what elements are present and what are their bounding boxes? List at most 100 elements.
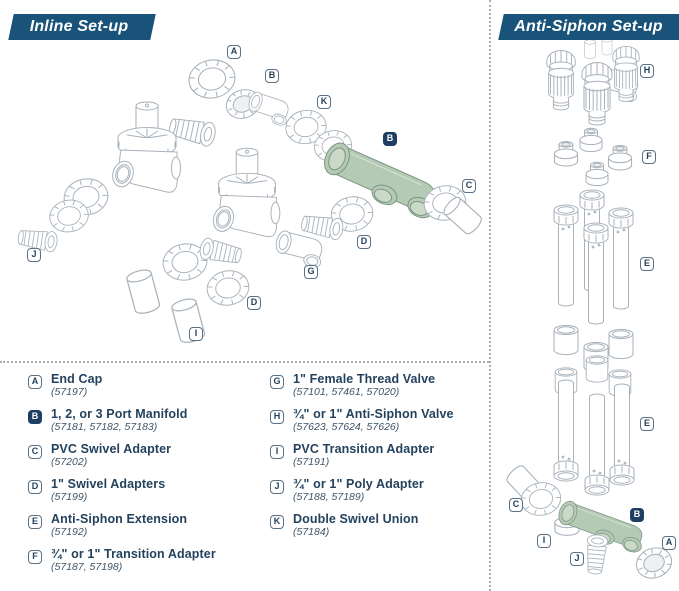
legend-item-anti-siphon-extension: E Anti-Siphon Extension (57192) — [28, 512, 263, 538]
part-valve-body — [590, 64, 643, 104]
callout-badge-d: D — [247, 296, 261, 310]
legend-item-pvc-swivel-adapter: C PVC Swivel Adapter (57202) — [28, 442, 263, 468]
part-pvc-swivel-adapter — [518, 479, 564, 519]
callout-badge-i: I — [537, 534, 551, 548]
callout-badge-d: D — [357, 235, 371, 249]
legend-item-numbers: (57192) — [51, 526, 88, 538]
part-pvc-transition-adapter — [125, 267, 162, 317]
callout-badge-e: E — [640, 417, 654, 431]
part-end-cap — [221, 84, 265, 124]
legend-item-numbers: (57191) — [293, 456, 330, 468]
anti-siphon-setup-title: Anti-Siphon Set-up — [514, 18, 663, 35]
legend-column-2: G 1" Female Thread Valve (57101, 57461, … — [270, 372, 485, 538]
vertical-dashed-divider — [489, 0, 491, 591]
part-anti-siphon-valve — [581, 62, 613, 126]
part-pvc-swivel-adapter — [440, 194, 485, 237]
callout-badge-b-highlighted: B — [630, 508, 644, 522]
legend-badge-a: A — [28, 375, 42, 389]
legend-item-numbers: (57187, 57198) — [51, 561, 123, 573]
legend-badge-j: J — [270, 480, 284, 494]
legend-badge-f: F — [28, 550, 42, 564]
legend-item-numbers: (57101, 57461, 57020) — [293, 386, 400, 398]
part-female-thread-valve — [209, 147, 281, 238]
legend-item-double-swivel-union: K Double Swivel Union (57184) — [270, 512, 485, 538]
callout-badge-c: C — [462, 179, 476, 193]
legend-item-numbers: (57199) — [51, 491, 88, 503]
callout-badge-b: B — [265, 69, 279, 83]
legend-item-name: 1, 2, or 3 Port Manifold — [51, 407, 188, 421]
legend-item-anti-siphon-valve: H ¾" or 1" Anti-Siphon Valve (57623, 576… — [270, 407, 485, 433]
part-anti-siphon-extension — [584, 393, 610, 496]
part-coupler — [608, 369, 632, 397]
part-coupler — [608, 328, 634, 360]
callout-badge-f: F — [642, 150, 656, 164]
part-coupler — [554, 367, 578, 395]
part-female-thread-valve — [108, 101, 181, 193]
legend-badge-i: I — [270, 445, 284, 459]
part-adapter — [166, 113, 218, 148]
legend-item-numbers: (57181, 57182, 57183) — [51, 421, 158, 433]
callout-badge-b-highlighted: B — [383, 132, 397, 146]
legend-badge-b: B — [28, 410, 42, 424]
callout-badge-j: J — [27, 248, 41, 262]
part-anti-siphon-valve — [546, 49, 576, 111]
legend-badge-d: D — [28, 480, 42, 494]
part-poly-adapter — [583, 533, 609, 576]
legend-item-numbers: (57623, 57624, 57626) — [293, 421, 400, 433]
legend-badge-e: E — [28, 515, 42, 529]
part-swivel-adapter — [197, 236, 244, 268]
part-elbow — [272, 228, 327, 270]
legend-badge-k: K — [270, 515, 284, 529]
legend-item-name: Double Swivel Union — [293, 512, 419, 526]
part-swivel-adapter — [159, 239, 211, 285]
legend-item-swivel-adapters: D 1" Swivel Adapters (57199) — [28, 477, 263, 503]
legend-column-1: A End Cap (57197) B 1, 2, or 3 Port Mani… — [28, 372, 263, 573]
callout-badge-a: A — [662, 536, 676, 550]
part-transition-adapter — [585, 161, 609, 187]
part-pipe — [601, 37, 613, 56]
part-anti-siphon-extension — [583, 222, 609, 325]
legend-item-name: ¾" or 1" Anti-Siphon Valve — [293, 407, 454, 421]
part-anti-siphon-extension — [608, 207, 634, 310]
part-swivel-adapter — [327, 193, 377, 235]
legend-item-name: ¾" or 1" Transition Adapter — [51, 547, 216, 561]
part-anti-siphon-valve — [612, 45, 640, 102]
callout-badge-e: E — [640, 257, 654, 271]
callout-badge-j: J — [570, 552, 584, 566]
part-anti-siphon-extension — [579, 189, 605, 292]
part-port-manifold-highlighted — [316, 138, 444, 225]
part-coupler — [553, 324, 579, 356]
part-transition-adapter — [607, 144, 633, 171]
part-coupler — [585, 355, 609, 383]
part-coupler — [583, 341, 609, 373]
callout-badge-c: C — [509, 498, 523, 512]
part-pvc-transition-adapter — [554, 509, 580, 536]
part-swivel-nut — [203, 267, 253, 309]
part-transition-adapter — [579, 127, 603, 153]
legend-item-numbers: (57184) — [293, 526, 330, 538]
legend-item-poly-adapter: J ¾" or 1" Poly Adapter (57188, 57189) — [270, 477, 485, 503]
legend-item-name: 1" Swivel Adapters — [51, 477, 166, 491]
legend-item-name: Anti-Siphon Extension — [51, 512, 188, 526]
legend-item-end-cap: A End Cap (57197) — [28, 372, 263, 398]
legend-item-name: 1" Female Thread Valve — [293, 372, 436, 386]
legend-item-pvc-transition-adapter: I PVC Transition Adapter (57191) — [270, 442, 485, 468]
legend-item-female-thread-valve: G 1" Female Thread Valve (57101, 57461, … — [270, 372, 485, 398]
part-double-swivel-union — [282, 106, 330, 148]
inline-setup-title: Inline Set-up — [29, 18, 129, 35]
part-swivel-nut — [185, 55, 239, 103]
legend-item-name: End Cap — [51, 372, 103, 386]
callout-badge-g: G — [304, 265, 318, 279]
part-swivel-adapter — [299, 211, 345, 242]
part-transition-adapter — [553, 140, 579, 167]
part-pipe — [584, 39, 596, 59]
callout-badge-k: K — [317, 95, 331, 109]
part-swivel-nut — [46, 196, 92, 236]
part-anti-siphon-extension — [553, 379, 579, 482]
legend-item-name: PVC Swivel Adapter — [51, 442, 172, 456]
part-one-port-manifold — [244, 90, 293, 128]
legend-item-port-manifold: B 1, 2, or 3 Port Manifold (57181, 57182… — [28, 407, 263, 433]
legend-badge-h: H — [270, 410, 284, 424]
part-anti-siphon-extension — [553, 204, 579, 307]
